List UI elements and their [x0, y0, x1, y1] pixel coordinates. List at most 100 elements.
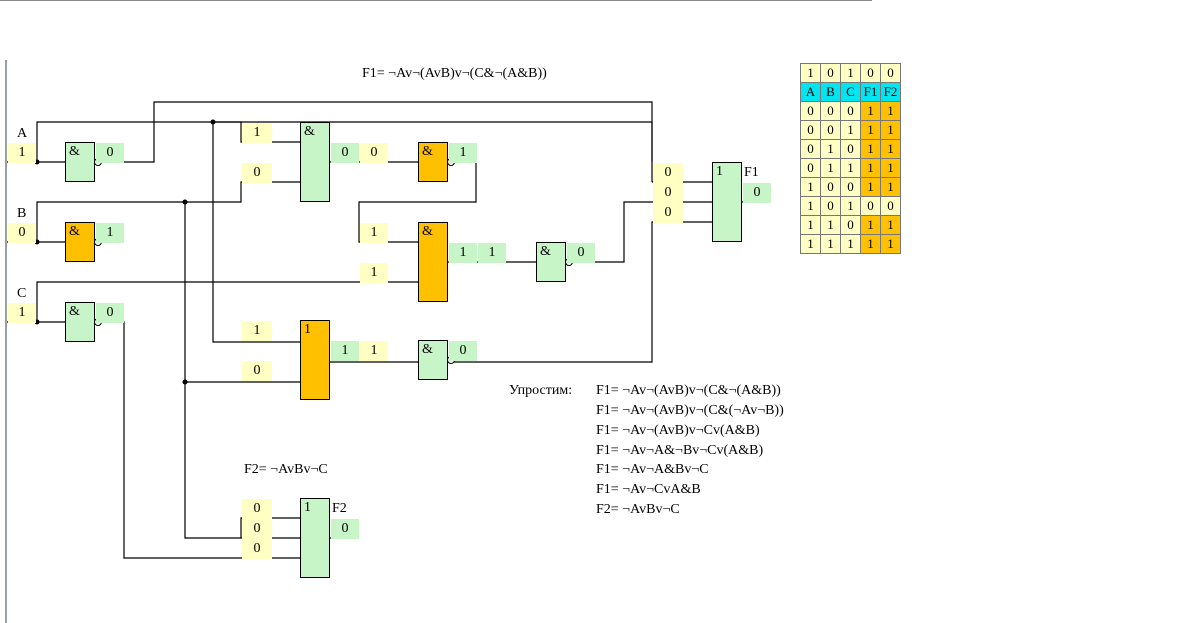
- truth-cell: 1: [880, 158, 901, 178]
- gate-f2-input-3: 0: [242, 539, 272, 559]
- gate-not-b: &: [65, 222, 95, 262]
- truth-cell: 0: [820, 101, 841, 121]
- truth-cell: 1: [860, 158, 881, 178]
- truth-cell: 1: [880, 139, 901, 159]
- gate-and-c-input-2: 1: [360, 263, 388, 283]
- gate-nand-ab: &: [418, 142, 448, 182]
- truth-cell: 1: [840, 120, 861, 140]
- gate-not-b-output: 1: [96, 223, 124, 243]
- truth-cell: 1: [800, 196, 821, 216]
- truth-cell: 0: [800, 139, 821, 159]
- gate-not-g6-output: 0: [567, 243, 595, 263]
- gate-nor-ab-input: 1: [360, 341, 388, 361]
- gate-and-c: &: [418, 222, 448, 302]
- truth-cell: F2: [880, 82, 901, 102]
- truth-cell: 1: [880, 101, 901, 121]
- simplification-line: F1= ¬Av¬(AvB)v¬(C&(¬Av¬B)): [596, 403, 784, 418]
- truth-cell: 1: [840, 158, 861, 178]
- truth-cell: 0: [840, 139, 861, 159]
- truth-cell: F1: [860, 82, 881, 102]
- truth-cell: 0: [880, 196, 901, 216]
- truth-cell: 1: [820, 215, 841, 235]
- truth-cell: 0: [860, 196, 881, 216]
- gate-f1-name: F1: [744, 165, 759, 180]
- input-b-label: B: [17, 206, 27, 221]
- input-a-label: A: [17, 126, 28, 141]
- gate-f1: 1: [712, 162, 742, 242]
- truth-cell: 0: [840, 215, 861, 235]
- simplification-line: F1= ¬Av¬(AvB)v¬Cv(A&B): [596, 423, 760, 438]
- gate-f1-input-3: 0: [653, 203, 683, 223]
- truth-cell: A: [800, 82, 821, 102]
- gate-f1-input-1: 0: [653, 163, 683, 183]
- gate-symbol: &: [304, 124, 315, 139]
- gate-or-ab-input-1: 1: [242, 321, 272, 341]
- truth-cell: 0: [800, 158, 821, 178]
- gate-symbol: 1: [716, 164, 723, 179]
- truth-cell: 1: [860, 120, 881, 140]
- gate-not-g6-input: 1: [478, 243, 506, 263]
- truth-cell: 1: [860, 139, 881, 159]
- simplification-line: F1= ¬Av¬A&Bv¬C: [596, 462, 709, 477]
- truth-cell: 1: [880, 120, 901, 140]
- formula-f2: F2= ¬AvBv¬C: [244, 462, 328, 477]
- gate-not-c: &: [65, 302, 95, 342]
- truth-cell: 1: [840, 196, 861, 216]
- gate-and-ab: &: [300, 122, 330, 202]
- truth-cell: 0: [800, 120, 821, 140]
- simplification-label: Упростим:: [509, 383, 573, 398]
- gate-and-ab-input-2: 0: [242, 163, 272, 183]
- gate-not-a-output: 0: [96, 143, 124, 163]
- truth-cell: 0: [820, 196, 841, 216]
- truth-cell: 1: [800, 234, 821, 254]
- gate-symbol: &: [540, 244, 551, 259]
- input-c-toggle[interactable]: 1: [8, 303, 36, 323]
- gate-f1-input-2: 0: [653, 183, 683, 203]
- gate-symbol: 1: [304, 322, 311, 337]
- gate-nor-ab: &: [418, 340, 448, 380]
- top-border: [0, 0, 872, 1]
- gate-and-c-input-1: 1: [360, 223, 388, 243]
- input-b-toggle[interactable]: 0: [8, 223, 36, 243]
- truth-cell: 1: [860, 234, 881, 254]
- gate-f2-output: 0: [331, 519, 359, 539]
- gate-nand-ab-output: 1: [449, 143, 477, 163]
- gate-nand-ab-input: 0: [360, 143, 388, 163]
- simplification-line: F1= ¬Av¬CvA&B: [596, 482, 701, 497]
- gate-symbol: 1: [304, 500, 311, 515]
- truth-cell: 0: [840, 177, 861, 197]
- truth-cell: 1: [800, 63, 821, 83]
- truth-cell: 0: [820, 177, 841, 197]
- input-c-label: C: [17, 286, 27, 301]
- truth-cell: 1: [840, 63, 861, 83]
- gate-not-g6: &: [536, 242, 566, 282]
- truth-cell: 0: [880, 63, 901, 83]
- gate-f2-name: F2: [332, 501, 347, 516]
- gate-or-ab-input-2: 0: [242, 361, 272, 381]
- gate-symbol: &: [69, 224, 80, 239]
- gate-nor-ab-output: 0: [449, 341, 477, 361]
- truth-cell: 1: [860, 177, 881, 197]
- input-a-toggle[interactable]: 1: [8, 143, 36, 163]
- truth-cell: 1: [820, 158, 841, 178]
- truth-cell: 1: [860, 101, 881, 121]
- gate-and-ab-output: 0: [331, 143, 359, 163]
- simplification-line: F1= ¬Av¬A&¬Bv¬Cv(A&B): [596, 443, 764, 458]
- simplification-line: F1= ¬Av¬(AvB)v¬(C&¬(A&B)): [596, 383, 781, 398]
- gate-f2: 1: [300, 498, 330, 578]
- truth-cell: 0: [820, 120, 841, 140]
- gate-symbol: &: [69, 144, 80, 159]
- truth-cell: 1: [860, 215, 881, 235]
- truth-cell: 0: [800, 101, 821, 121]
- gate-symbol: &: [422, 144, 433, 159]
